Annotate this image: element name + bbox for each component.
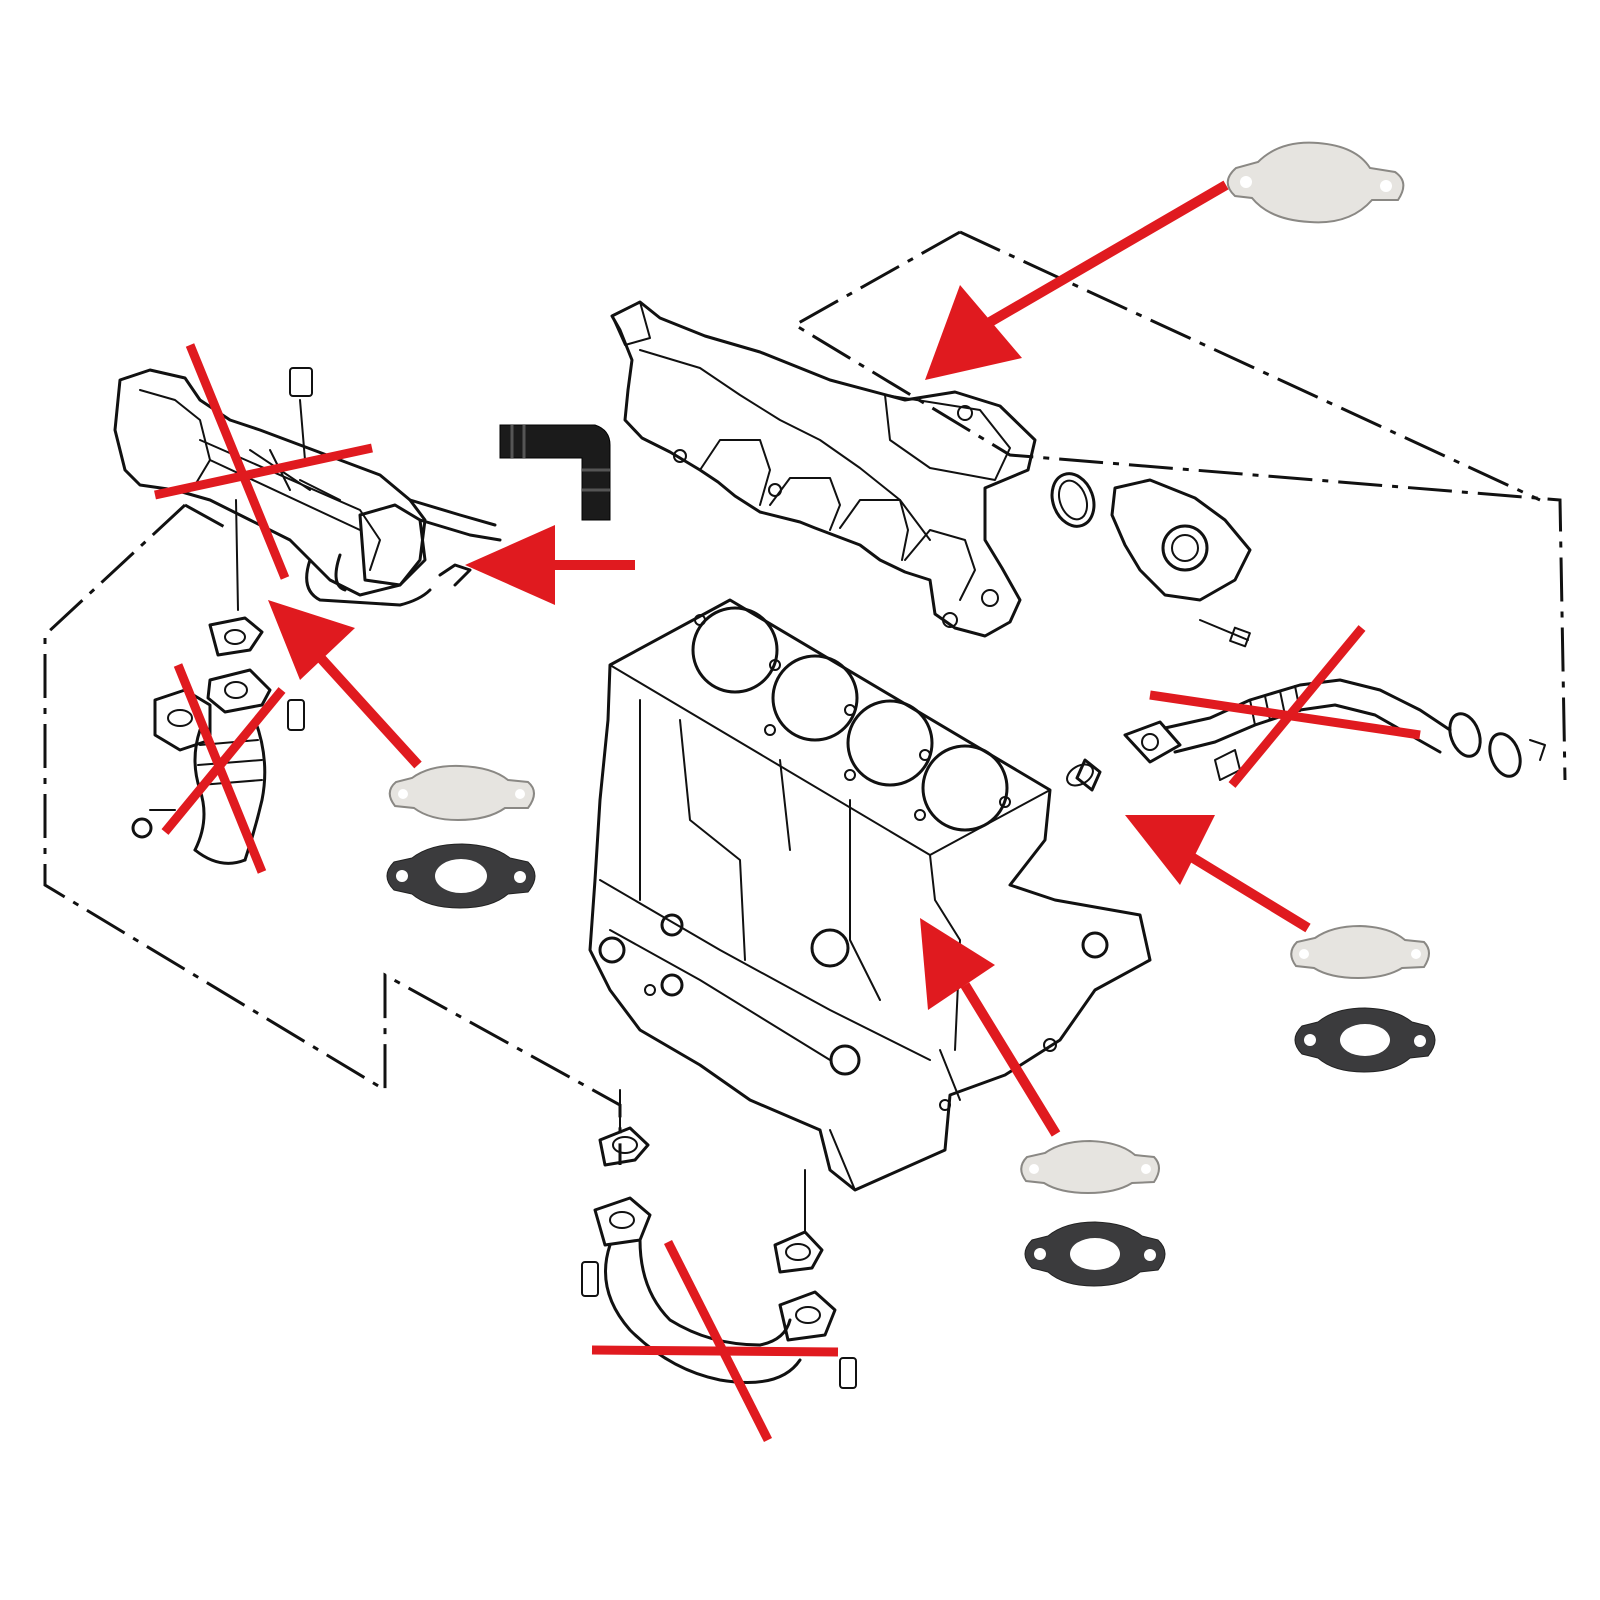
gasket-left	[386, 843, 536, 909]
blanking-plate-center	[1020, 1139, 1160, 1195]
removal-x-egr-valve-left	[161, 663, 286, 874]
throttle-body	[1050, 472, 1252, 648]
egr-valve-left	[131, 616, 305, 865]
arrow-to-block-port-right	[1125, 815, 1311, 933]
blanking-plate-right	[1290, 924, 1430, 980]
intake-manifold	[610, 300, 1037, 638]
removal-x-egr-pipe-bottom	[591, 1239, 839, 1443]
coolant-bypass-hose	[499, 424, 611, 521]
arrow-to-intake-manifold	[925, 180, 1229, 380]
gasket-center	[1024, 1221, 1166, 1287]
arrow-to-block-port-center	[920, 918, 1061, 1137]
arrow-to-egr-cooler-outlet	[465, 525, 635, 605]
removal-marks	[154, 343, 1421, 1443]
blanking-plate-left	[388, 764, 535, 822]
removal-x-egr-pipe-right	[1149, 625, 1421, 788]
gaskets	[386, 843, 1436, 1287]
blanking-plates	[388, 141, 1430, 1195]
gasket-right	[1294, 1007, 1436, 1073]
engine-block	[588, 598, 1152, 1192]
callout-arrows	[268, 180, 1311, 1137]
blanking-plate-top	[1226, 141, 1405, 224]
removal-x-egr-cooler	[154, 343, 373, 580]
egr-pipe-bottom	[581, 1089, 857, 1389]
arrow-to-egr-cooler-flange	[268, 600, 422, 769]
